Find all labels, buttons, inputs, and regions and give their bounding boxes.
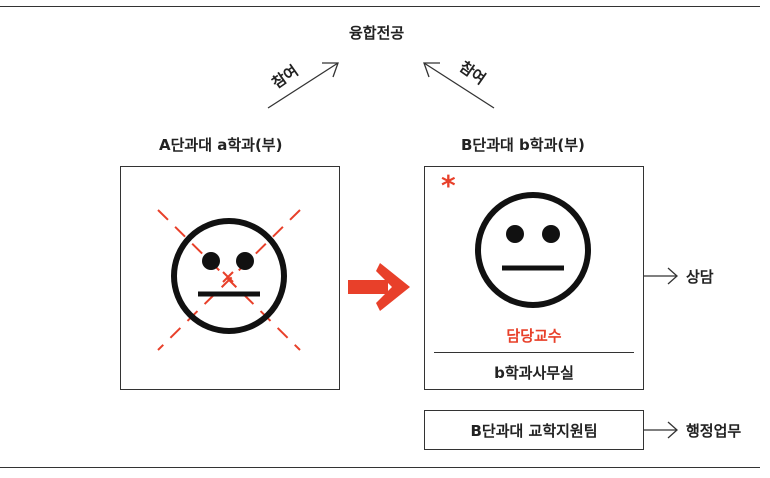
bottom-divider [0, 467, 760, 468]
dept-b-title: B단과대 b학과(부) [461, 136, 585, 154]
counseling-label: 상담 [686, 268, 714, 286]
participate-arrow-left [267, 62, 339, 109]
advisor-label: 담당교수 [506, 327, 562, 345]
star-icon: * [441, 169, 456, 202]
admin-arrow-icon [644, 421, 678, 439]
advisor-divider [434, 352, 634, 353]
office-label: b학과사무실 [494, 364, 574, 382]
counseling-arrow-icon [644, 267, 678, 285]
transfer-arrow-icon [348, 263, 410, 311]
participate-arrow-right [423, 62, 495, 109]
admin-work-label: 행정업무 [686, 422, 742, 440]
support-team-box [424, 410, 644, 450]
support-team-label: B단과대 교학지원팀 [470, 422, 598, 440]
convergence-major-label: 융합전공 [349, 24, 405, 42]
dept-a-title: A단과대 a학과(부) [159, 136, 283, 154]
neutral-face-crossed-out-icon [157, 209, 301, 351]
top-divider [0, 6, 760, 7]
neutral-face-icon [475, 192, 591, 308]
